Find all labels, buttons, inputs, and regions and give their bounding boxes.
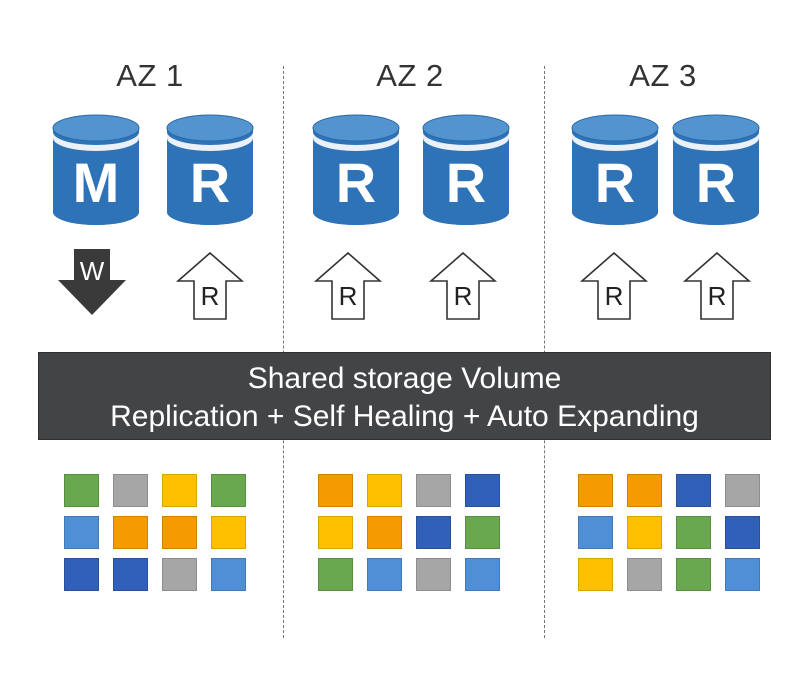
storage-block bbox=[578, 516, 613, 549]
arrow-letter: R bbox=[200, 281, 220, 311]
shared-storage-volume-bar: Shared storage Volume Replication + Self… bbox=[38, 352, 771, 440]
storage-block bbox=[367, 516, 402, 549]
storage-block bbox=[367, 474, 402, 507]
replica-db-icon: R bbox=[166, 114, 254, 226]
storage-block bbox=[162, 516, 197, 549]
storage-block bbox=[64, 516, 99, 549]
az-label-1: AZ 1 bbox=[116, 58, 184, 93]
storage-block bbox=[465, 558, 500, 591]
storage-block bbox=[318, 474, 353, 507]
arrow-letter: W bbox=[79, 256, 105, 286]
storage-block bbox=[676, 516, 711, 549]
storage-block bbox=[211, 516, 246, 549]
storage-block bbox=[162, 474, 197, 507]
replica-db-icon: R bbox=[672, 114, 760, 226]
db-letter: R bbox=[189, 151, 231, 214]
storage-block bbox=[318, 516, 353, 549]
read-arrow-up-icon: R bbox=[578, 251, 650, 321]
storage-block bbox=[627, 558, 662, 591]
storage-title: Shared storage Volume bbox=[247, 362, 562, 395]
storage-block bbox=[318, 558, 353, 591]
storage-block bbox=[627, 474, 662, 507]
storage-block bbox=[676, 474, 711, 507]
storage-block bbox=[416, 474, 451, 507]
storage-block bbox=[113, 516, 148, 549]
storage-block bbox=[416, 516, 451, 549]
storage-block bbox=[211, 474, 246, 507]
replica-db-icon: R bbox=[422, 114, 510, 226]
storage-block bbox=[725, 474, 760, 507]
db-letter: M bbox=[72, 151, 120, 214]
storage-block bbox=[367, 558, 402, 591]
db-letter: R bbox=[695, 151, 737, 214]
storage-block bbox=[113, 558, 148, 591]
db-letter: R bbox=[445, 151, 487, 214]
storage-block bbox=[627, 516, 662, 549]
read-arrow-up-icon: R bbox=[427, 251, 499, 321]
db-letter: R bbox=[594, 151, 636, 214]
arrow-letter: R bbox=[604, 281, 624, 311]
storage-block bbox=[416, 558, 451, 591]
master-db-icon: M bbox=[52, 114, 140, 226]
storage-block bbox=[64, 558, 99, 591]
storage-block bbox=[211, 558, 246, 591]
write-arrow-down-icon: W bbox=[56, 248, 128, 318]
storage-block bbox=[725, 558, 760, 591]
storage-block bbox=[725, 516, 760, 549]
storage-block bbox=[64, 474, 99, 507]
storage-block bbox=[162, 558, 197, 591]
storage-block bbox=[578, 474, 613, 507]
arrow-letter: R bbox=[453, 281, 473, 311]
storage-block bbox=[676, 558, 711, 591]
storage-block bbox=[465, 516, 500, 549]
arrow-letter: R bbox=[338, 281, 358, 311]
replica-db-icon: R bbox=[571, 114, 659, 226]
read-arrow-up-icon: R bbox=[681, 251, 753, 321]
read-arrow-up-icon: R bbox=[312, 251, 384, 321]
storage-block bbox=[578, 558, 613, 591]
read-arrow-up-icon: R bbox=[174, 251, 246, 321]
db-letter: R bbox=[335, 151, 377, 214]
arrow-letter: R bbox=[707, 281, 727, 311]
replica-db-icon: R bbox=[312, 114, 400, 226]
az-label-3: AZ 3 bbox=[629, 58, 697, 93]
storage-block bbox=[113, 474, 148, 507]
storage-block bbox=[465, 474, 500, 507]
az-label-2: AZ 2 bbox=[376, 58, 444, 93]
storage-subtitle: Replication + Self Healing + Auto Expand… bbox=[110, 400, 699, 433]
